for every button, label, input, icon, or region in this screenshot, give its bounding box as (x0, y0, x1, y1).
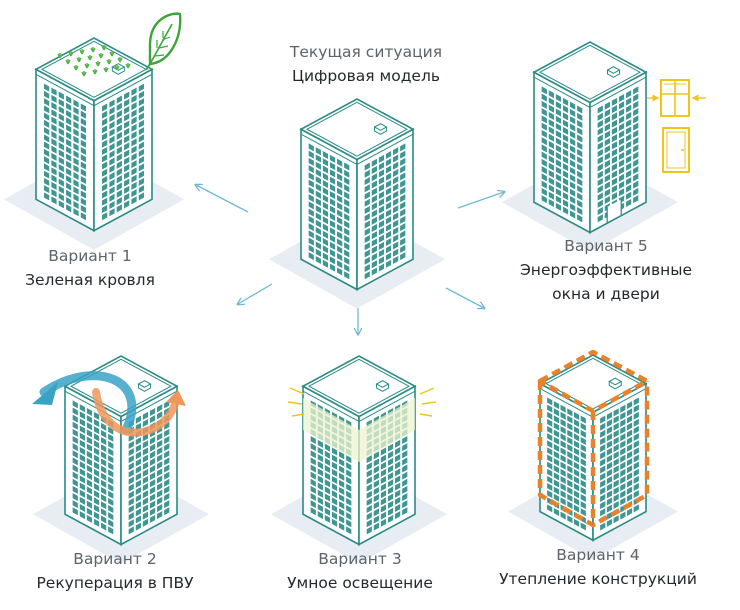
arrow-to-variant-4 (445, 287, 484, 308)
center-label-line2: Цифровая модель (291, 67, 441, 85)
light-band (303, 398, 415, 462)
arrow-to-variant-2 (238, 283, 273, 304)
variant-4-label: Вариант 4 Утепление конструкций (478, 543, 718, 591)
door-icon (662, 127, 690, 173)
building-current (269, 98, 445, 309)
variant-3-title: Вариант 3 (318, 550, 402, 568)
variant-5-desc-1: Энергоэффективные (519, 261, 692, 279)
roof-plants (57, 45, 131, 77)
variant-1-desc: Зеленая кровля (25, 271, 155, 289)
arrow-to-variant-5 (457, 192, 504, 209)
building-variant-5 (502, 41, 678, 252)
leaf-icon (145, 12, 182, 71)
variant-4-desc: Утепление конструкций (499, 570, 697, 588)
variant-1-title: Вариант 1 (48, 247, 132, 265)
center-label-line1: Текущая ситуация (289, 43, 443, 61)
insulation-outline (537, 349, 650, 528)
variant-1-label: Вариант 1 Зеленая кровля (0, 244, 190, 292)
building-variant-1 (4, 37, 184, 250)
window-icon (647, 79, 706, 117)
variant-3-desc: Умное освещение (287, 574, 433, 592)
variant-2-desc: Рекуперация в ПВУ (36, 574, 194, 592)
variant-5-label: Вариант 5 Энергоэффективные окна и двери (506, 234, 706, 306)
variant-5-desc-2: окна и двери (552, 285, 660, 303)
light-rays-icon (287, 387, 437, 417)
variant-5-title: Вариант 5 (564, 237, 648, 255)
variant-3-label: Вариант 3 Умное освещение (250, 547, 470, 595)
center-label: Текущая ситуация Цифровая модель (256, 40, 476, 88)
arrow-to-variant-1 (196, 185, 249, 213)
variant-2-title: Вариант 2 (73, 550, 157, 568)
variant-2-label: Вариант 2 Рекуперация в ПВУ (0, 547, 230, 595)
recuperation-arrows-icon (32, 371, 186, 437)
variant-4-title: Вариант 4 (556, 546, 640, 564)
